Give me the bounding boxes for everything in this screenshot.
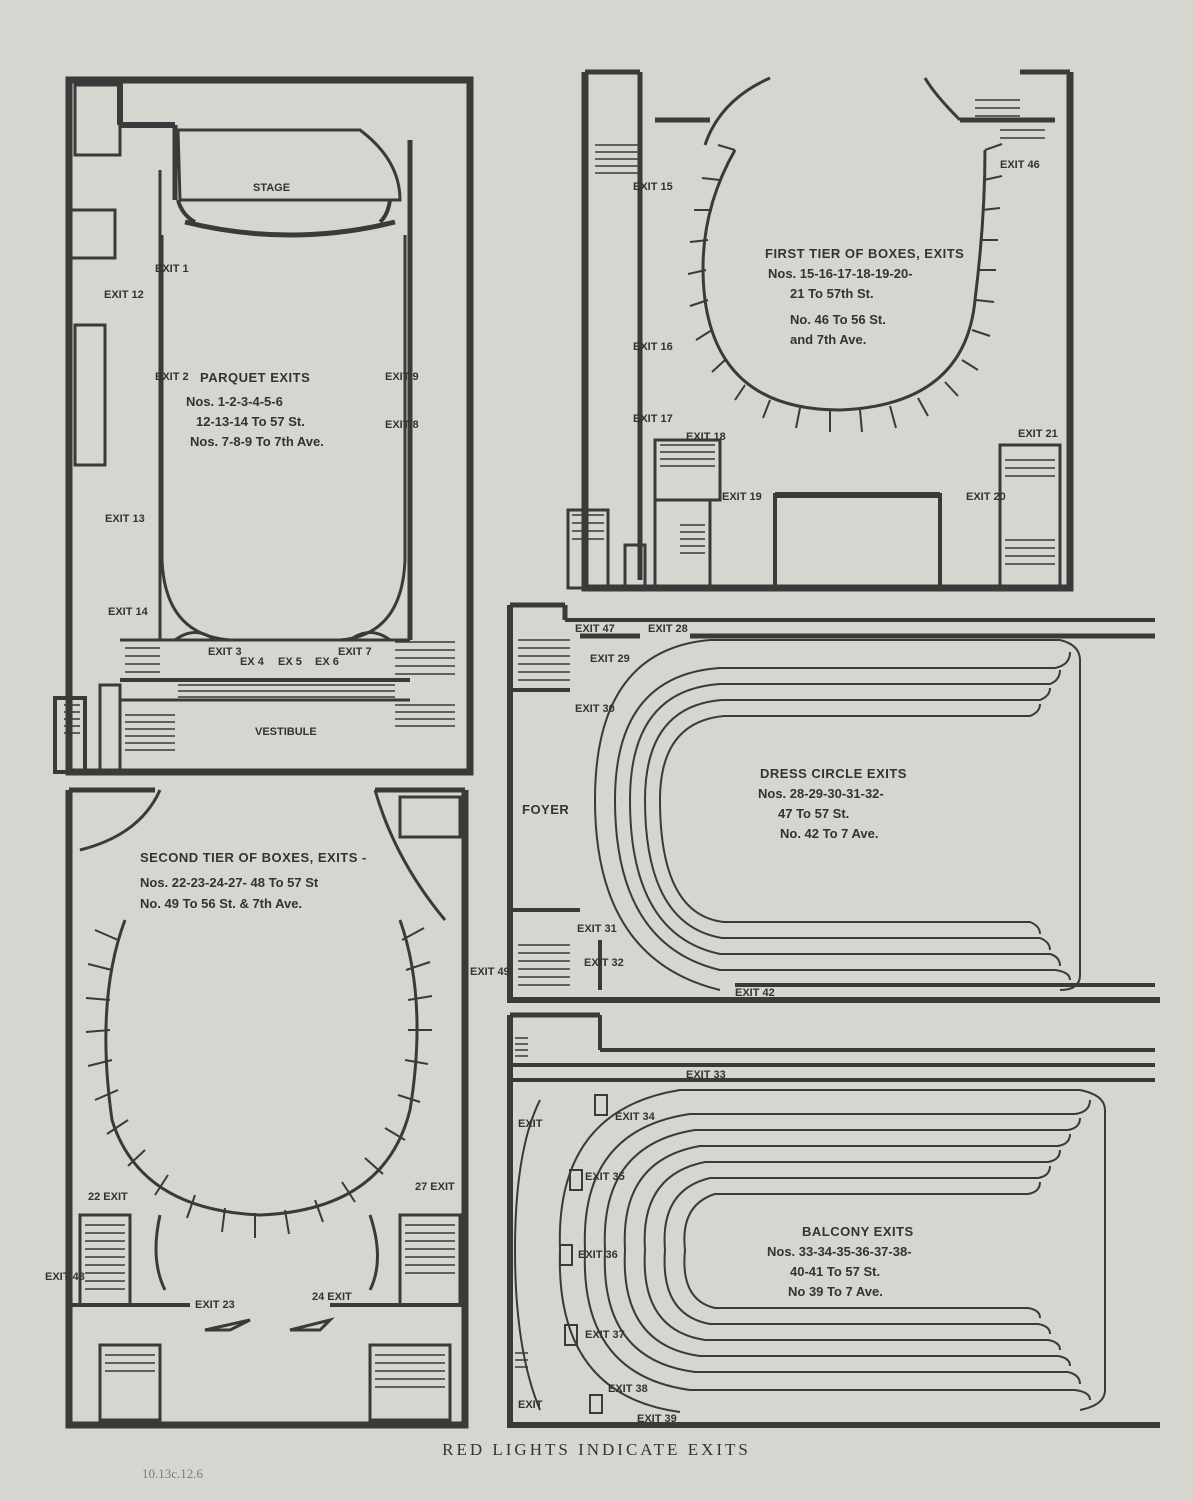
exit-label: EXIT 46 xyxy=(1000,159,1040,171)
first-tier-line-1: Nos. 15-16-17-18-19-20- xyxy=(768,266,913,281)
first-tier-line-2: 21 To 57th St. xyxy=(790,286,874,301)
balcony-line-2: 40-41 To 57 St. xyxy=(790,1264,880,1279)
exit-label: EXIT 32 xyxy=(584,957,624,969)
exit-label: EXIT 31 xyxy=(577,923,617,935)
exit-label: EXIT 33 xyxy=(686,1069,726,1081)
exit-label: EXIT 34 xyxy=(615,1111,656,1123)
exit-label: EXIT 35 xyxy=(585,1171,625,1183)
second-tier-plan xyxy=(65,787,469,1429)
parquet-line-2: 12-13-14 To 57 St. xyxy=(196,414,305,429)
parquet-line-1: Nos. 1-2-3-4-5-6 xyxy=(186,394,283,409)
exit-label: EXIT 16 xyxy=(633,341,673,353)
exit-label: 24 EXIT xyxy=(312,1291,352,1303)
balcony-line-3: No 39 To 7 Ave. xyxy=(788,1284,883,1299)
exit-label: EXIT 47 xyxy=(575,623,615,635)
exit-label: EX 4 xyxy=(240,656,265,668)
footer-caption: RED LIGHTS INDICATE EXITS xyxy=(442,1440,751,1459)
exit-label: EXIT 9 xyxy=(385,371,419,383)
exit-label: EXIT 7 xyxy=(338,646,372,658)
parquet-line-3: Nos. 7-8-9 To 7th Ave. xyxy=(190,434,324,449)
second-tier-line-1: Nos. 22-23-24-27- 48 To 57 St xyxy=(140,875,319,890)
balcony-plan xyxy=(507,1012,1160,1428)
exit-label: 27 EXIT xyxy=(415,1181,455,1193)
exit-label: EXIT 3 xyxy=(208,646,242,658)
exit-label: EXIT 21 xyxy=(1018,428,1058,440)
first-tier-line-4: and 7th Ave. xyxy=(790,332,866,347)
first-tier-title: FIRST TIER OF BOXES, EXITS xyxy=(765,246,964,261)
exit-label: EXIT 30 xyxy=(575,703,615,715)
dress-circle-line-3: No. 42 To 7 Ave. xyxy=(780,826,879,841)
exit-label: EXIT 2 xyxy=(155,371,189,383)
parquet-plan xyxy=(53,76,474,776)
exit-label: EXIT 13 xyxy=(105,513,145,525)
stage-label: STAGE xyxy=(253,182,290,194)
first-tier-plan xyxy=(566,69,1074,592)
exit-label: EX 6 xyxy=(315,656,339,668)
exit-label: EXIT 42 xyxy=(735,987,775,999)
parquet-title: PARQUET EXITS xyxy=(200,370,310,385)
exit-label: EXIT 48 xyxy=(45,1271,85,1283)
exit-label: 22 EXIT xyxy=(88,1191,128,1203)
exit-label: EX 5 xyxy=(278,656,302,668)
handwritten-note: 10.13c.12.6 xyxy=(142,1466,204,1481)
balcony-title: BALCONY EXITS xyxy=(802,1224,914,1239)
dress-circle-plan xyxy=(507,602,1160,1003)
exit-label: EXIT 14 xyxy=(108,606,149,618)
exit-label: EXIT xyxy=(518,1118,543,1130)
exit-label: EXIT 20 xyxy=(966,491,1006,503)
exit-label: EXIT 36 xyxy=(578,1249,618,1261)
exit-label: EXIT 19 xyxy=(722,491,762,503)
exit-label: EXIT 39 xyxy=(637,1413,677,1425)
first-tier-line-3: No. 46 To 56 St. xyxy=(790,312,886,327)
foyer-label: FOYER xyxy=(522,802,569,817)
dress-circle-title: DRESS CIRCLE EXITS xyxy=(760,766,907,781)
exit-label: EXIT 15 xyxy=(633,181,673,193)
second-tier-line-2: No. 49 To 56 St. & 7th Ave. xyxy=(140,896,302,911)
exit-label: EXIT 28 xyxy=(648,623,688,635)
exit-label: EXIT 49 xyxy=(470,966,510,978)
exit-label: EXIT 38 xyxy=(608,1383,648,1395)
exit-label: EXIT 12 xyxy=(104,289,144,301)
exit-label: EXIT 1 xyxy=(155,263,189,275)
vestibule-label: VESTIBULE xyxy=(255,726,317,738)
exit-label: EXIT 17 xyxy=(633,413,673,425)
exit-label: EXIT 18 xyxy=(686,431,726,443)
exit-label: EXIT 8 xyxy=(385,419,419,431)
exit-label: EXIT 37 xyxy=(585,1329,625,1341)
exit-label: EXIT 23 xyxy=(195,1299,235,1311)
second-tier-title: SECOND TIER OF BOXES, EXITS - xyxy=(140,850,367,865)
exit-label: EXIT xyxy=(518,1399,543,1411)
exit-label: EXIT 29 xyxy=(590,653,630,665)
dress-circle-line-2: 47 To 57 St. xyxy=(778,806,849,821)
balcony-line-1: Nos. 33-34-35-36-37-38- xyxy=(767,1244,912,1259)
dress-circle-line-1: Nos. 28-29-30-31-32- xyxy=(758,786,884,801)
